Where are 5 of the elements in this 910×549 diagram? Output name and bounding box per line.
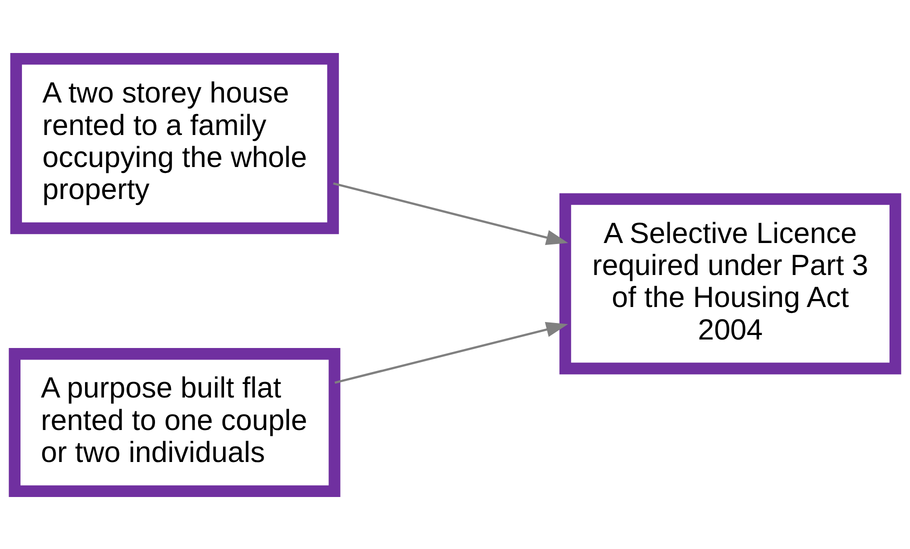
node-box: A purpose built flat rented to one couple or two individuals (8, 348, 340, 496)
node-box: A Selective Licence required under Part 3 of the Housing Act 2004 (559, 192, 902, 374)
arrow (333, 182, 568, 245)
node-box: A two storey house rented to a family occupying the whole property (10, 52, 339, 234)
arrow (334, 322, 568, 384)
